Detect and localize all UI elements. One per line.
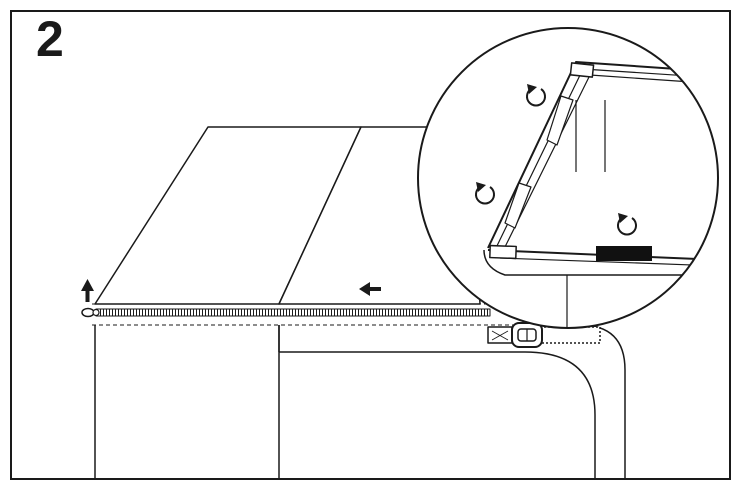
frame-inner-leg (279, 351, 596, 478)
rotate-ccw-icon (617, 213, 637, 236)
magnified-detail (417, 27, 719, 329)
zip-guide-lines (92, 303, 560, 326)
frame-outer-leg (528, 324, 626, 478)
strap-right (539, 326, 601, 344)
frame-structure (94, 324, 626, 478)
velcro-tab (596, 246, 652, 261)
up-arrow-icon (81, 279, 94, 302)
zipper-pull-icon[interactable] (81, 307, 95, 318)
rotate-ccw-icon (475, 182, 495, 205)
strap-with-buckle (487, 322, 601, 348)
left-arrow-icon (359, 282, 381, 296)
strap-left (487, 326, 513, 344)
zipper-teeth (95, 308, 491, 317)
step-number: 2 (36, 11, 64, 67)
rotate-ccw-icon (526, 84, 546, 107)
zipper (81, 307, 491, 318)
buckle-icon[interactable] (511, 322, 543, 348)
